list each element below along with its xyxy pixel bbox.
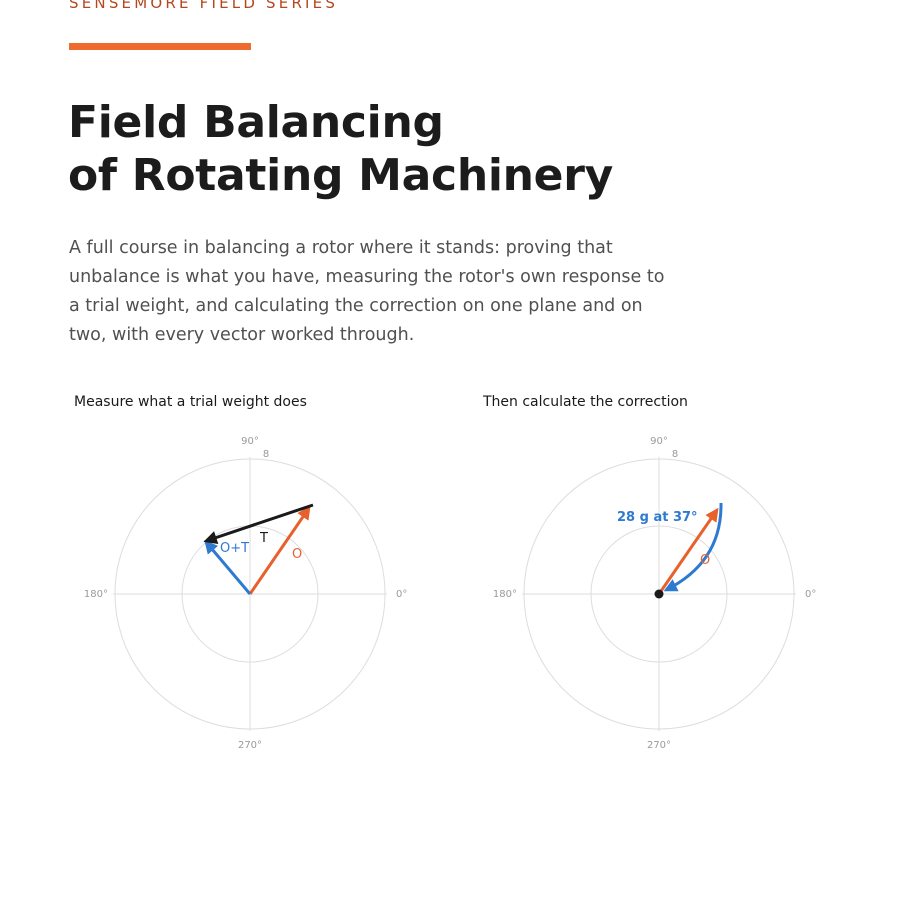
- correction-arc: [663, 502, 723, 592]
- correction-label: 28 g at 37°: [617, 510, 698, 525]
- axis-label-90: 90°: [650, 436, 668, 447]
- scale-label: 8: [672, 449, 678, 460]
- vector-o-plus-t: [204, 539, 252, 595]
- axis-label-180: 180°: [84, 589, 108, 600]
- axis-label-0: 0°: [805, 589, 816, 600]
- page-title: Field Balancing of Rotating Machinery: [68, 96, 613, 202]
- scale-label: 8: [263, 449, 269, 460]
- intro-paragraph: A full course in balancing a rotor where…: [69, 238, 665, 345]
- accent-rule: [69, 43, 251, 50]
- diagram-1-title: Measure what a trial weight does: [74, 394, 307, 410]
- axis-label-180: 180°: [493, 589, 517, 600]
- axis-label-0: 0°: [396, 589, 407, 600]
- axis-label-270: 270°: [647, 740, 671, 751]
- label-o: O: [292, 547, 302, 562]
- vector-o: [248, 505, 311, 595]
- diagram-2-title: Then calculate the correction: [483, 394, 688, 410]
- vector-t: [203, 503, 314, 544]
- title-line-1: Field Balancing: [68, 97, 444, 148]
- axis-label-90: 90°: [241, 436, 259, 447]
- label-o-plus-t: O+T: [220, 541, 249, 556]
- title-line-2: of Rotating Machinery: [68, 150, 613, 201]
- rotor-center: [654, 589, 664, 599]
- axis-label-270: 270°: [238, 740, 262, 751]
- label-o: O: [700, 553, 710, 568]
- label-t: T: [259, 531, 268, 546]
- series-label: SENSEMORE FIELD SERIES: [69, 0, 339, 12]
